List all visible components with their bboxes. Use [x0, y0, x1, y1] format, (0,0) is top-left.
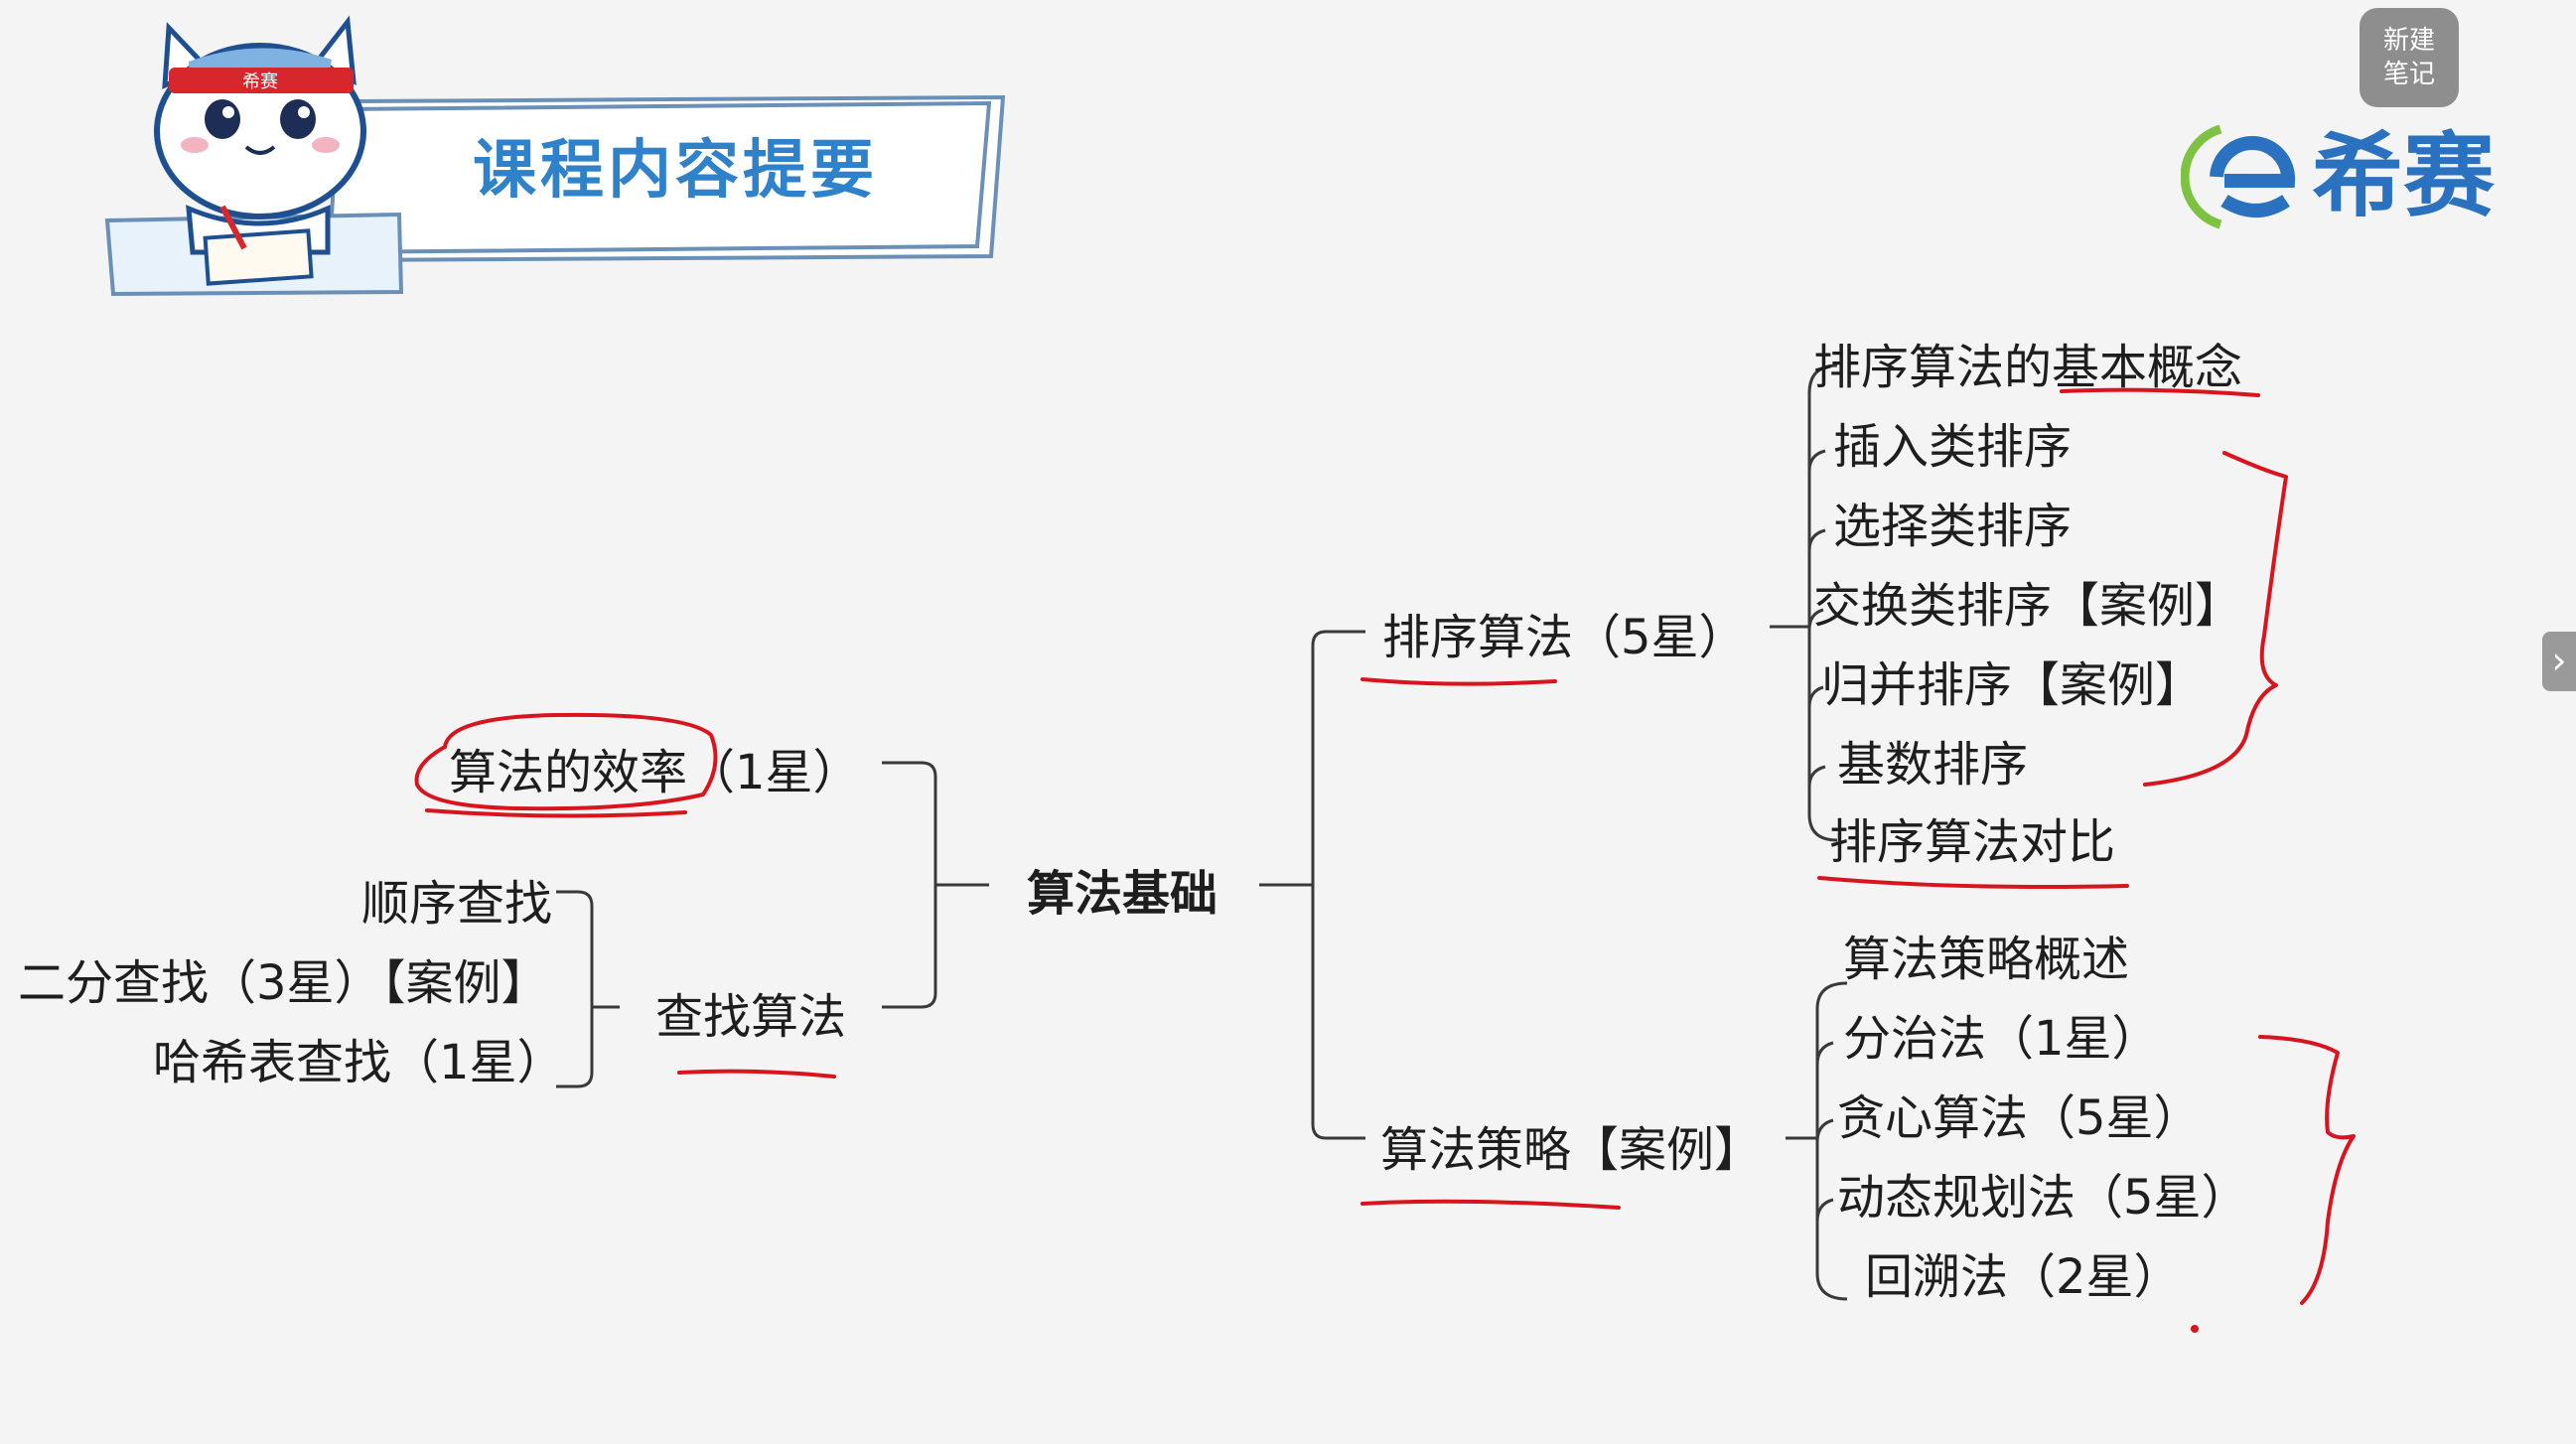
ink-underline — [425, 808, 687, 818]
logo-icon — [2181, 124, 2296, 229]
new-note-button[interactable]: 新建 笔记 — [2360, 8, 2459, 107]
efficiency-node: 算法的效率（1星） — [449, 743, 861, 802]
sorting-node: 排序算法（5星） — [1382, 610, 1747, 665]
root-node: 算法基础 — [1027, 866, 1218, 922]
strategy-node: 算法策略【案例】 — [1380, 1122, 1763, 1178]
strategy-leaf: 贪心算法（5星） — [1837, 1090, 2202, 1146]
sorting-leaf: 归并排序【案例】 — [1821, 657, 2204, 713]
ink-brace — [2258, 1035, 2356, 1305]
strategy-leaf: 算法策略概述 — [1843, 932, 2130, 987]
ink-underline — [677, 1069, 836, 1079]
sorting-leaf: 基数排序 — [1837, 737, 2029, 793]
strategy-leaf: 回溯法（2星） — [1865, 1249, 2182, 1305]
ink-underline — [1360, 677, 1557, 686]
efficiency-name: 算法的效率 — [449, 745, 688, 800]
strategy-leaf: 动态规划法（5星） — [1837, 1170, 2249, 1226]
ink-underline — [1360, 1199, 1621, 1210]
mascot-cat: 希赛 — [154, 15, 366, 286]
header-banner: 希赛 — [104, 15, 1006, 297]
new-note-label-1: 新建 — [2382, 26, 2435, 56]
search-leaf: 二分查找（3星）【案例】 — [18, 955, 549, 1011]
sorting-leaf: 选择类排序 — [1833, 499, 2073, 554]
sorting-leaf: 插入类排序 — [1833, 419, 2073, 475]
sorting-leaf: 交换类排序【案例】 — [1813, 578, 2243, 634]
logo-text: 希赛 — [2312, 123, 2496, 229]
ink-dot — [2191, 1325, 2199, 1333]
mascot-headband-text: 希赛 — [242, 72, 278, 92]
search-leaf: 哈希表查找（1星） — [153, 1035, 565, 1090]
next-page-button[interactable]: › — [2542, 632, 2576, 691]
strategy-leaf: 分治法（1星） — [1843, 1011, 2160, 1067]
search-node: 查找算法 — [655, 989, 847, 1045]
page-title: 课程内容提要 — [473, 134, 878, 208]
efficiency-stars: （1星） — [687, 745, 861, 800]
sorting-leaf: 排序算法对比 — [1829, 814, 2116, 870]
search-leaf: 顺序查找 — [361, 876, 553, 932]
new-note-label-2: 笔记 — [2382, 60, 2435, 89]
ink-underline — [1817, 876, 2129, 889]
sorting-leaf: 排序算法的基本概念 — [1813, 340, 2243, 395]
chevron-right-icon: › — [2551, 639, 2567, 682]
